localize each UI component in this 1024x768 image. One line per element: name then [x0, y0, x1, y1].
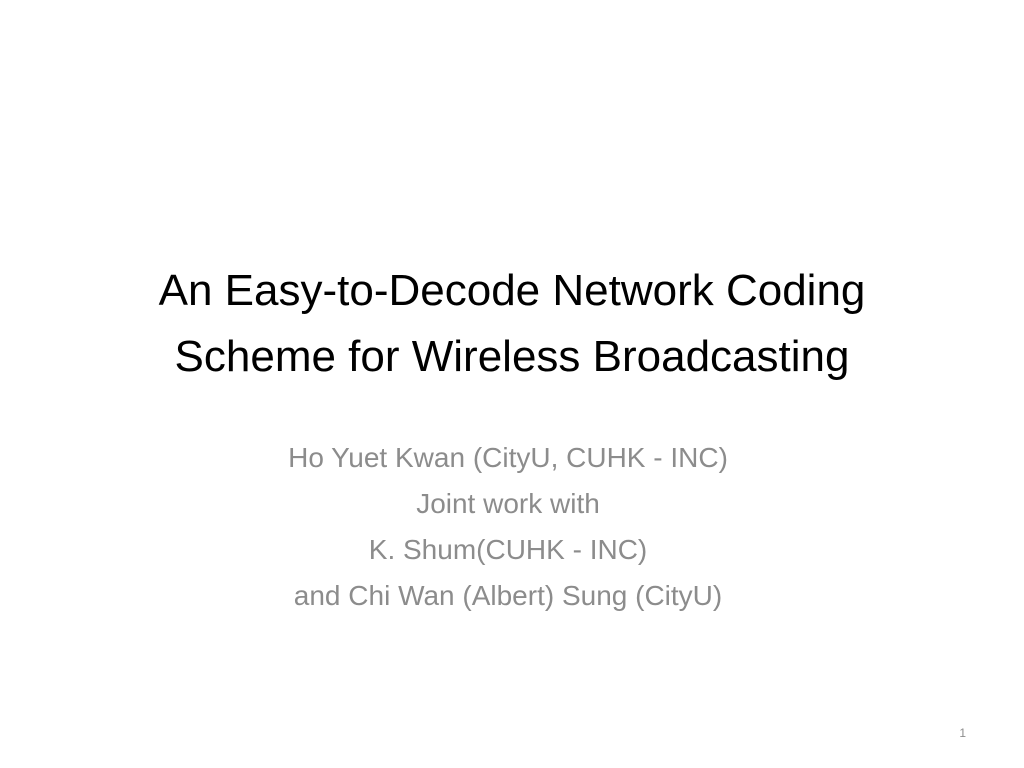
subtitle-line: and Chi Wan (Albert) Sung (CityU): [293, 580, 723, 611]
subtitle-line: Joint work with: [416, 488, 600, 519]
subtitle-line: K. Shum(CUHK - INC): [368, 534, 648, 565]
subtitle-line: Ho Yuet Kwan (CityU, CUHK - INC): [288, 442, 728, 473]
title-line: An Easy-to-Decode Network Coding: [158, 266, 866, 315]
page-number: 1: [959, 726, 966, 740]
slide-title: An Easy-to-Decode Network Coding Scheme …: [60, 258, 964, 390]
title-line: Scheme for Wireless Broadcasting: [174, 332, 850, 381]
slide-subtitle: Ho Yuet Kwan (CityU, CUHK - INC) Joint w…: [110, 435, 906, 619]
